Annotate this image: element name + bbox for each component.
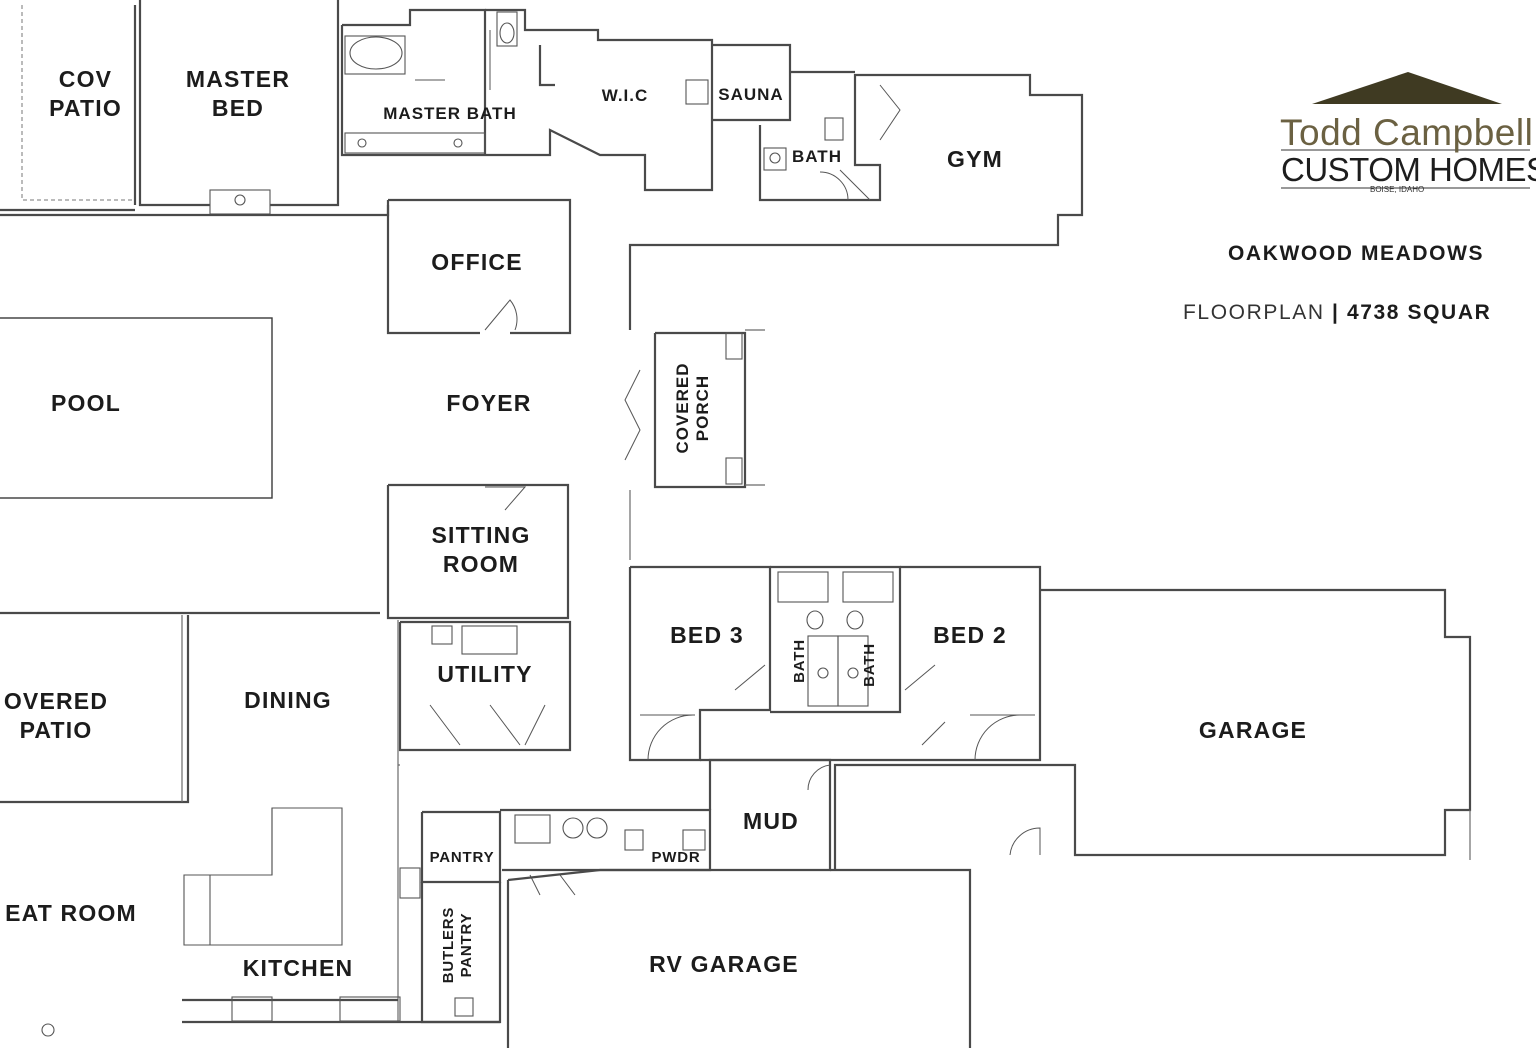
room-label-wic: W.I.C [601, 86, 649, 105]
office-walls [386, 198, 572, 335]
master-bath-walls [340, 8, 714, 192]
room-label-sitting-room: SITTING ROOM [431, 522, 531, 577]
sitting-room-walls [0, 483, 570, 620]
room-label-gym: GYM [947, 146, 1003, 172]
room-label-master-bed: MASTER BED [185, 66, 291, 121]
room-label-butlers-pantry: BUTLERS PANTRY [440, 906, 475, 984]
room-label-garage: GARAGE [1198, 717, 1308, 743]
garage-walls [833, 588, 1472, 870]
bedrooms-walls [628, 565, 1042, 762]
room-label-covered-patio: OVERED PATIO [3, 688, 109, 743]
room-label-kitchen: KITCHEN [242, 955, 354, 981]
room-label-rv-garage: RV GARAGE [649, 951, 799, 977]
brand-roof [1312, 72, 1502, 104]
room-label-bed3: BED 3 [670, 622, 744, 648]
room-label-office: OFFICE [431, 249, 523, 275]
brand-location: BOISE, IDAHO [1370, 185, 1425, 194]
room-label-pool: POOL [51, 390, 121, 416]
kitchen-island [41, 807, 500, 1037]
room-label-utility: UTILITY [437, 661, 533, 687]
cov-patio-top-walls [0, 5, 137, 212]
room-label-bed2: BED 2 [933, 622, 1007, 648]
room-label-master-bath: MASTER BATH [383, 104, 517, 123]
room-label-sauna: SAUNA [718, 85, 784, 104]
plan-sqft: 4738 SQUAR [1346, 301, 1492, 324]
brand-subtitle: CUSTOM HOMES [1281, 151, 1536, 188]
brand-name: Todd Campbell [1280, 112, 1534, 153]
utility-walls [398, 620, 572, 752]
pool-outline [0, 317, 273, 499]
room-label-mud: MUD [743, 808, 799, 834]
room-label-bath-gym: BATH [792, 147, 842, 166]
room-label-pantry: PANTRY [429, 849, 495, 866]
dining-walls [0, 615, 399, 1022]
rv-garage-walls [506, 868, 972, 1048]
room-label-cov-patio-top: COV PATIO [49, 66, 122, 121]
covered-porch-walls [624, 329, 765, 489]
room-label-covered-porch: COVERED PORCH [673, 362, 712, 454]
plan-caption: FLOORPLAN | 4738 SQUAR [1183, 301, 1491, 325]
room-label-great-room: EAT ROOM [5, 900, 137, 926]
plan-label: FLOORPLAN [1183, 301, 1325, 324]
room-label-dining: DINING [244, 687, 332, 713]
room-label-bath-left: BATH [791, 639, 808, 683]
room-label-foyer: FOYER [446, 390, 532, 416]
wic-walls [538, 43, 792, 122]
plan-separator: | [1332, 301, 1340, 324]
project-name: OAKWOOD MEADOWS [1228, 242, 1485, 265]
pantry-walls [399, 810, 502, 1024]
room-label-pwdr: PWDR [651, 849, 701, 866]
foyer-edges [398, 490, 631, 766]
room-label-bath-right: BATH [861, 643, 878, 687]
gym-walls [628, 70, 1084, 330]
